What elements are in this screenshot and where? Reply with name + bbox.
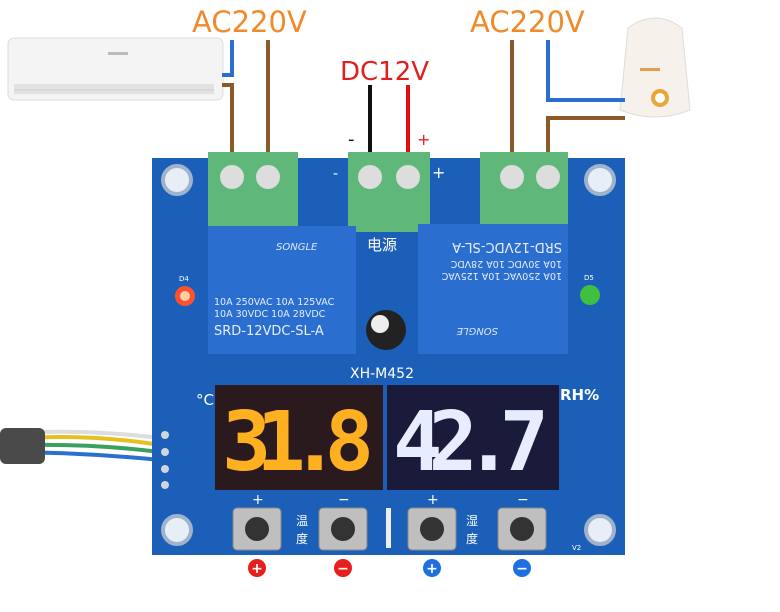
relay-right: SONGLE 10A 250VAC 10A 125VAC 10A 30VDC 1… <box>418 224 568 354</box>
relay-rating: 10A 250VAC 10A 125VAC <box>214 297 335 308</box>
temperature-display <box>215 385 383 490</box>
temperature-value: 31.8 <box>222 395 374 490</box>
board-plus-mark: + <box>432 163 445 182</box>
indicator-mark: − <box>516 561 528 577</box>
relay-brand: SONGLE <box>456 325 498 336</box>
humidity-value: 42.7 <box>393 395 549 490</box>
temperature-unit: °C <box>196 391 214 409</box>
capacitor <box>366 310 406 350</box>
mounting-holes <box>161 164 616 546</box>
power-label: 电源 <box>367 236 397 254</box>
dc-minus-label: - <box>348 129 355 150</box>
model-label: XH-M452 <box>350 366 414 382</box>
version-label: V2 <box>572 544 581 552</box>
indicator-mark: + <box>251 561 263 577</box>
indicator-mark: + <box>426 561 438 577</box>
humidity-minus-indicator-icon <box>513 559 531 577</box>
humidity-label-1: 湿 <box>466 513 478 528</box>
relay-brand: SONGLE <box>276 242 318 253</box>
led-green <box>580 285 600 305</box>
humidity-label-2: 度 <box>466 531 478 546</box>
humidity-unit: RH% <box>560 386 599 404</box>
terminal-block-power <box>348 152 430 232</box>
temp-plus-indicator-icon <box>248 559 266 577</box>
humidifier-image <box>619 17 691 118</box>
sensor-cable <box>0 428 161 464</box>
humidity-plus-button[interactable]: + + <box>407 492 457 577</box>
relay-rating: 10A 250VAC 10A 125VAC <box>441 270 562 281</box>
indicator-mark: − <box>337 561 349 577</box>
temp-label-2: 度 <box>296 531 308 546</box>
button-mark: − <box>338 492 350 508</box>
temp-minus-indicator-icon <box>334 559 352 577</box>
header-pins <box>161 431 169 489</box>
humidity-display <box>387 385 559 490</box>
relay-rating: 10A 30VDC 10A 28VDC <box>450 258 562 269</box>
terminal-block-right <box>480 152 568 226</box>
humidity-plus-indicator-icon <box>423 559 441 577</box>
relay-model: SRD-12VDC-SL-A <box>452 239 562 254</box>
temp-label-1: 温 <box>296 514 308 528</box>
relay-rating: 10A 30VDC 10A 28VDC <box>214 309 326 320</box>
temp-plus-button[interactable]: + + <box>232 492 282 577</box>
button-mark: + <box>427 492 439 508</box>
air-conditioner-image <box>7 37 224 101</box>
terminal-block-left <box>208 152 298 226</box>
led-left-label: D4 <box>179 275 189 283</box>
temp-minus-button[interactable]: − − <box>318 492 368 577</box>
ac-right-label: AC220V <box>470 5 585 39</box>
relay-left: SONGLE 10A 250VAC 10A 125VAC 10A 30VDC 1… <box>208 226 356 354</box>
wires <box>222 40 625 165</box>
ac-left-label: AC220V <box>192 5 307 39</box>
board-minus-mark: - <box>333 166 338 182</box>
button-mark: − <box>517 492 529 508</box>
led-right-label: D5 <box>584 274 594 282</box>
button-mark: + <box>252 492 264 508</box>
humidity-minus-button[interactable]: − − <box>497 492 547 577</box>
relay-model: SRD-12VDC-SL-A <box>214 324 324 339</box>
dc-plus-label: + <box>417 130 430 149</box>
dc-label: DC12V <box>340 57 429 87</box>
